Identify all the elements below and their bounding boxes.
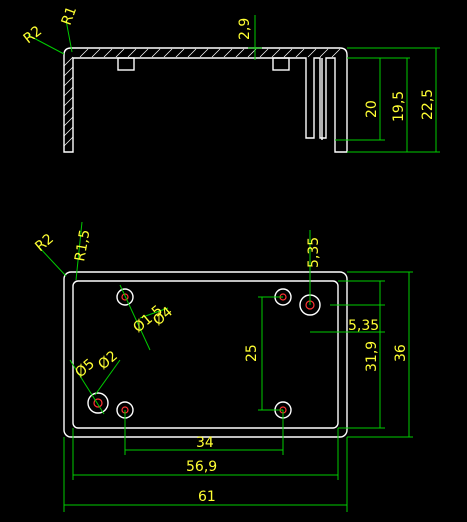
top-view-label-spacing-56: 56,9 — [186, 459, 217, 475]
top-view-label-height-total: 36 — [393, 344, 409, 362]
top-view-dimensions — [37, 221, 413, 512]
side-view-label-h-mid: 19,5 — [391, 91, 407, 122]
top-view-label-spacing-vertical: 25 — [244, 344, 260, 362]
top-view-label-spacing-31: 31,9 — [364, 341, 380, 372]
side-view-label-h-total: 22,5 — [420, 89, 436, 120]
side-view-tab-left — [117, 57, 135, 71]
side-view-label-h-inner: 20 — [364, 100, 380, 118]
side-view-dimensions — [27, 15, 440, 153]
top-view-label-width-total: 61 — [198, 489, 216, 505]
top-view-hole-bottom-left — [87, 392, 109, 414]
top-view-label-spacing-34: 34 — [196, 435, 214, 451]
side-view-outline — [63, 47, 348, 153]
top-view-label-r-inner: R1,5 — [72, 228, 93, 262]
top-view-hole-top-left — [116, 288, 134, 306]
side-view-top-wall-hatch — [79, 48, 341, 58]
side-view-tab-right — [272, 57, 290, 71]
side-view-left-wall-hatch — [63, 56, 74, 147]
side-view-label-r-inner: R1 — [59, 4, 80, 27]
top-view-label-offset-y: 5,35 — [306, 237, 322, 268]
top-view-inner-outline — [72, 280, 339, 429]
top-view-label-offset-x: 5,35 — [348, 318, 379, 334]
side-view-label-wall-thickness: 2,9 — [237, 18, 253, 40]
top-view-outer-outline — [63, 271, 348, 438]
